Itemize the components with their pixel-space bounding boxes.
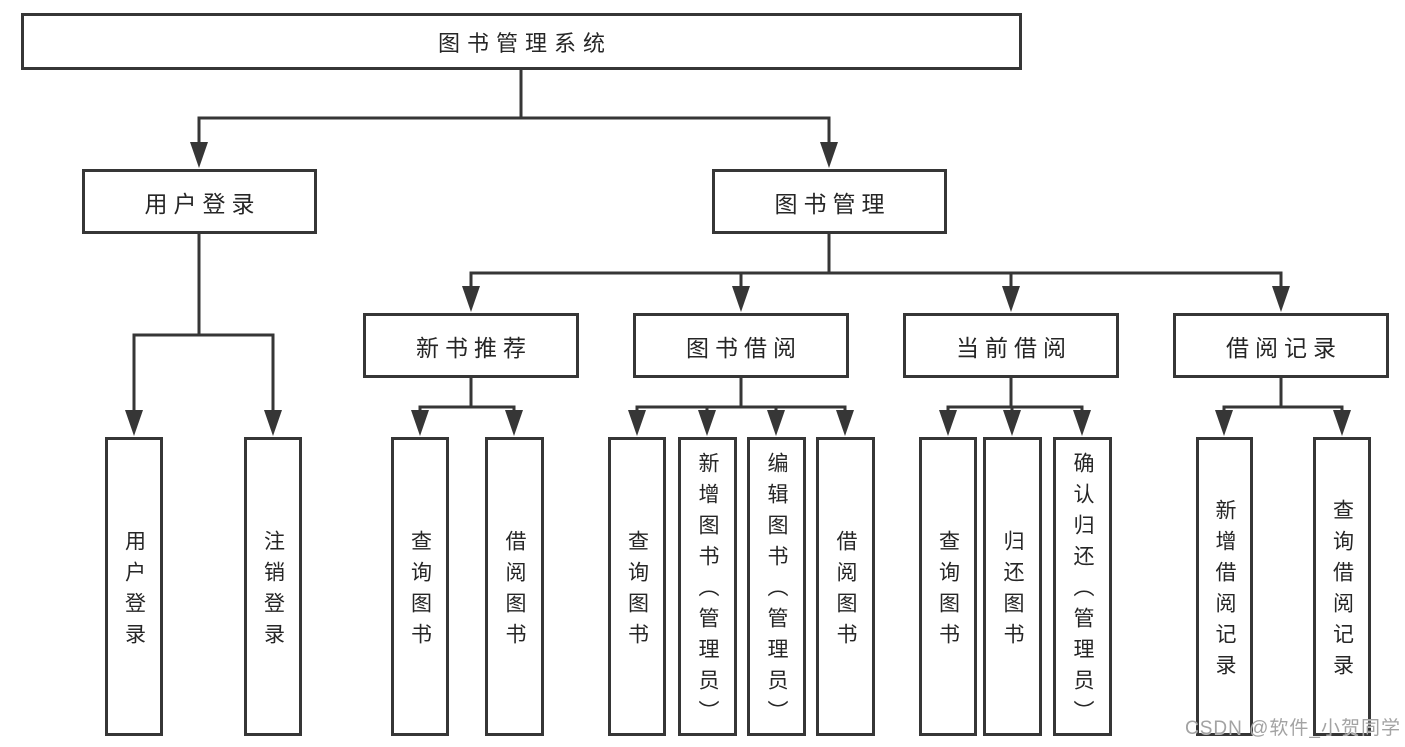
watermark: CSDN @软件_小贺同学 — [1185, 718, 1401, 739]
leaf-return-books: 归还图书 — [983, 437, 1042, 736]
node-library-management-system: 图书管理系统 — [21, 13, 1022, 70]
node-book-borrow: 图书借阅 — [633, 313, 849, 378]
connector-new-book-branch — [418, 378, 516, 414]
leaf-label: 借阅图书 — [834, 529, 857, 654]
node-user-login: 用户登录 — [82, 169, 317, 234]
node-label: 当前借阅 — [956, 334, 1072, 361]
leaf-label: 确认归还（管理员） — [1071, 452, 1094, 731]
node-label: 用户登录 — [144, 190, 261, 217]
node-label: 借阅记录 — [1226, 334, 1342, 361]
connector-user-login-branch — [132, 234, 275, 414]
leaf-query-books-borrow: 查询图书 — [608, 437, 666, 736]
connector-borrow-records-branch — [1222, 378, 1344, 414]
node-borrow-records: 借阅记录 — [1173, 313, 1389, 378]
leaf-label: 新增图书（管理员） — [696, 452, 719, 731]
node-label: 图书管理 — [774, 190, 891, 217]
leaf-label: 归还图书 — [1001, 529, 1024, 654]
leaf-label: 用户登录 — [122, 529, 146, 654]
leaf-add-books-admin: 新增图书（管理员） — [678, 437, 737, 736]
connector-root-to-level2 — [197, 70, 831, 146]
leaf-user-login: 用户登录 — [105, 437, 163, 736]
leaf-query-books-current: 查询图书 — [919, 437, 977, 736]
leaf-logout: 注销登录 — [244, 437, 302, 736]
node-label: 图书管理系统 — [437, 30, 612, 56]
leaf-label: 查询借阅记录 — [1330, 498, 1354, 685]
connector-book-borrow-branch — [635, 378, 847, 414]
node-label: 图书借阅 — [686, 334, 802, 361]
node-book-management: 图书管理 — [712, 169, 947, 234]
leaf-label: 查询图书 — [936, 529, 960, 654]
leaf-label: 借阅图书 — [503, 529, 526, 654]
leaf-query-books-recommend: 查询图书 — [391, 437, 449, 736]
leaf-confirm-return-admin: 确认归还（管理员） — [1053, 437, 1112, 736]
connector-current-borrow-branch — [946, 378, 1084, 414]
connector-book-management-branch — [469, 234, 1283, 288]
leaf-borrow-books-recommend: 借阅图书 — [485, 437, 544, 736]
leaf-edit-books-admin: 编辑图书（管理员） — [747, 437, 806, 736]
leaf-label: 查询图书 — [625, 529, 649, 654]
leaf-query-borrow-record: 查询借阅记录 — [1313, 437, 1371, 736]
leaf-borrow-books: 借阅图书 — [816, 437, 875, 736]
node-current-borrow: 当前借阅 — [903, 313, 1119, 378]
node-new-book-recommend: 新书推荐 — [363, 313, 579, 378]
node-label: 新书推荐 — [416, 334, 532, 361]
leaf-add-borrow-record: 新增借阅记录 — [1196, 437, 1253, 736]
leaf-label: 新增借阅记录 — [1213, 498, 1236, 685]
leaf-label: 查询图书 — [408, 529, 432, 654]
leaf-label: 注销登录 — [261, 529, 285, 654]
leaf-label: 编辑图书（管理员） — [765, 452, 788, 731]
